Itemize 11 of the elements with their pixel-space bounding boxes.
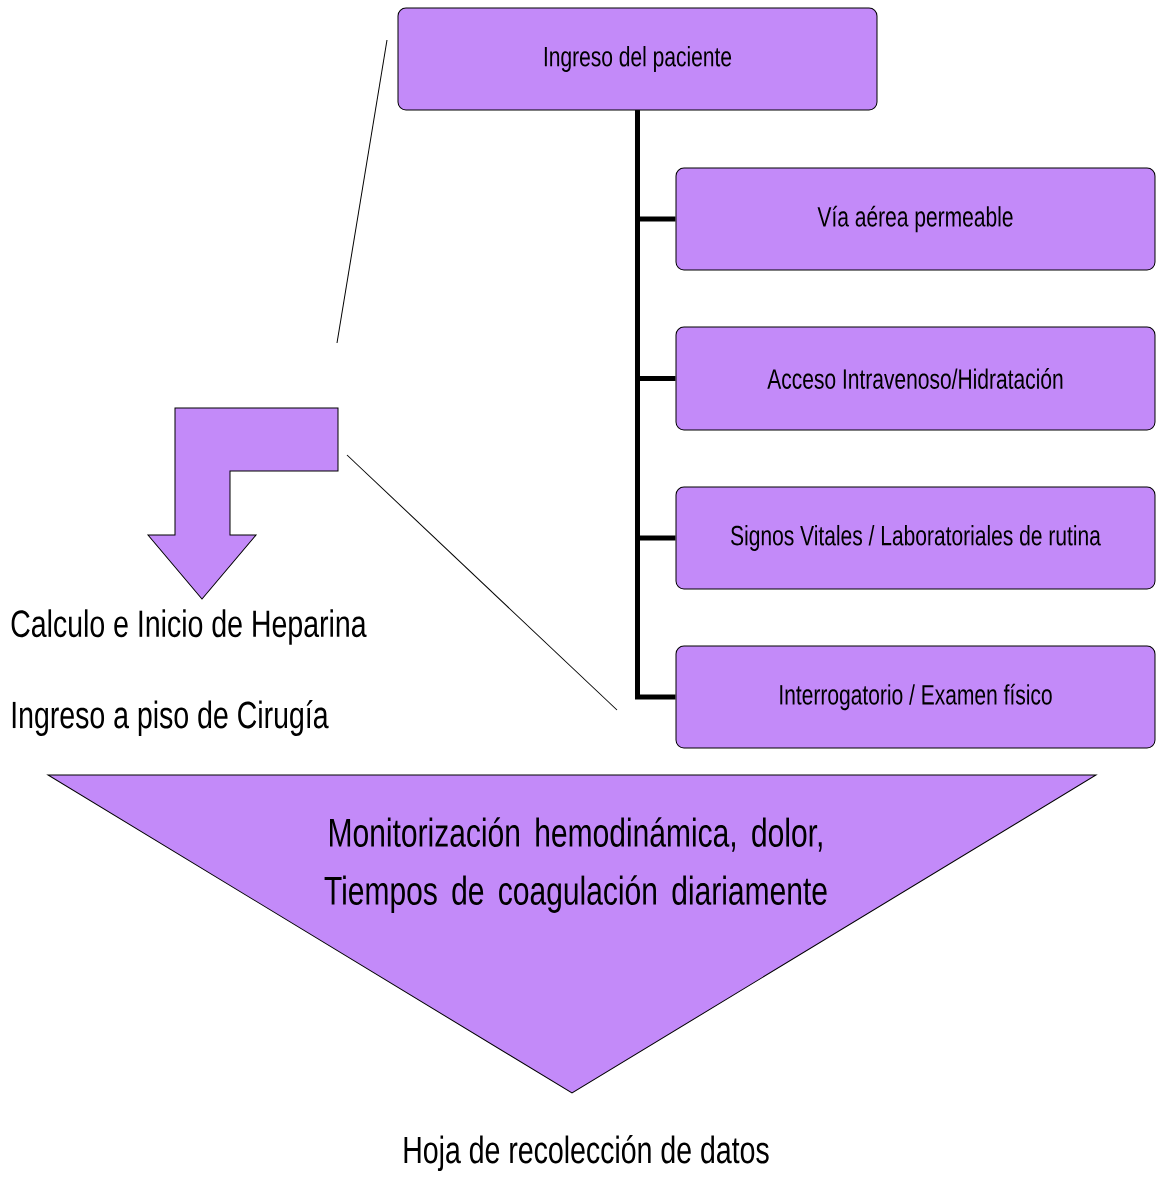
process-box: Signos Vitales / Laboratoriales de rutina xyxy=(675,486,1156,590)
process-box: Ingreso del paciente xyxy=(397,7,878,111)
funnel-triangle: Monitorización hemodinámica, dolor, Tiempos de coagulación diariamente xyxy=(47,774,1097,1094)
step-text: Ingreso a piso de Cirugía xyxy=(12,700,329,736)
step-text: Calculo e Inicio de Heparina xyxy=(11,609,367,645)
bent-arrow xyxy=(147,407,339,600)
step-text: Hoja de recolección de datos xyxy=(404,1135,769,1171)
process-box: Interrogatorio / Examen físico xyxy=(675,645,1156,749)
connector-line xyxy=(635,110,676,700)
process-box: Vía aérea permeable xyxy=(675,167,1156,271)
process-box: Acceso Intravenoso/Hidratación xyxy=(675,326,1156,431)
